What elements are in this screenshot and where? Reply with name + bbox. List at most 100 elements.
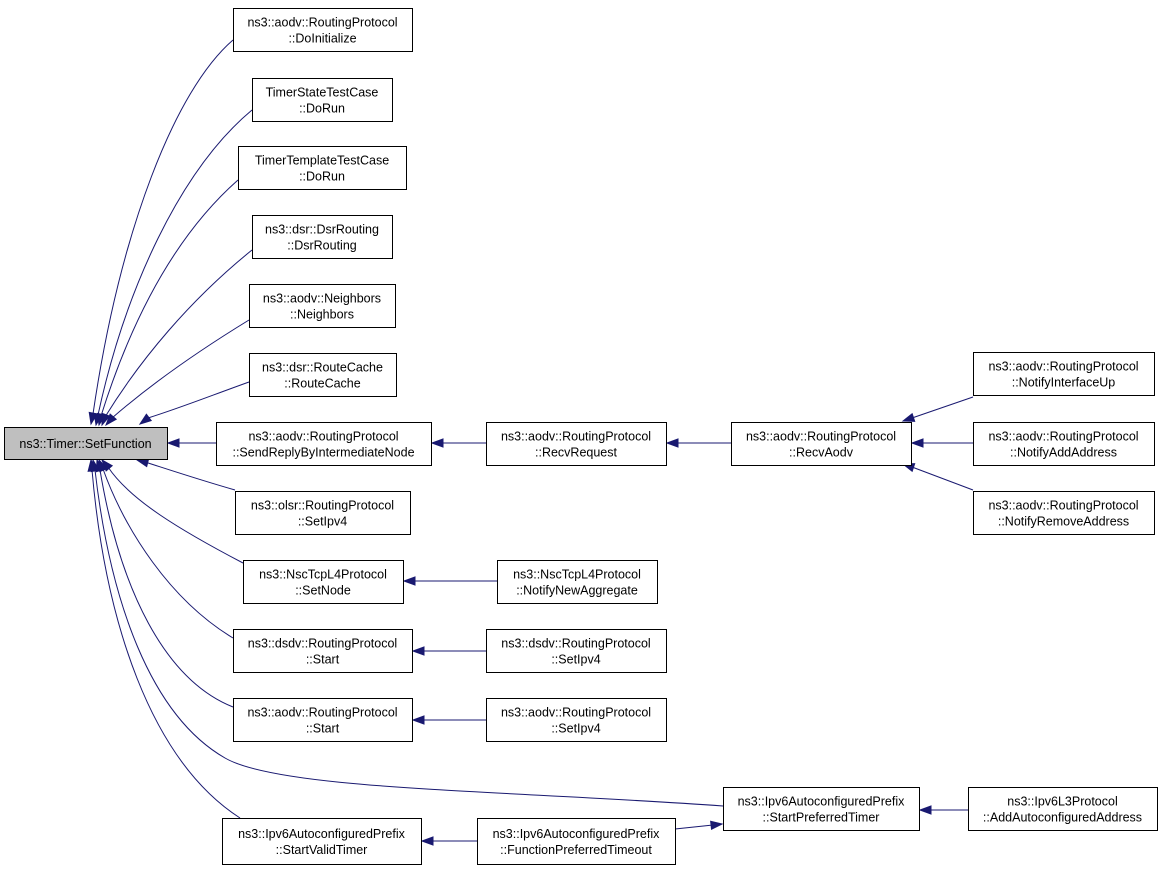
node-label-line1: ns3::aodv::Neighbors <box>263 292 381 306</box>
node-label-line2: ::FunctionPreferredTimeout <box>500 843 652 857</box>
node-label-line1: ns3::dsdv::RoutingProtocol <box>501 637 650 651</box>
node-box[interactable] <box>216 422 432 466</box>
node-box[interactable] <box>252 215 393 259</box>
node-label: ns3::Timer::SetFunction <box>19 437 151 451</box>
edge-notifyadd-to-recvaodv <box>910 438 973 448</box>
node-funcpreferred[interactable]: ns3::Ipv6AutoconfiguredPrefix::FunctionP… <box>477 818 676 865</box>
node-box[interactable] <box>973 491 1155 535</box>
arrowhead <box>901 412 916 422</box>
node-box[interactable] <box>238 146 407 190</box>
edge-dsdvsetipv4-to-dsdvstart <box>411 646 486 656</box>
node-label-line1: ns3::aodv::RoutingProtocol <box>248 430 398 444</box>
arrowhead <box>101 412 111 427</box>
node-label-line1: ns3::aodv::RoutingProtocol <box>247 706 397 720</box>
node-aodvstart[interactable]: ns3::aodv::RoutingProtocol::Start <box>233 698 413 742</box>
node-box[interactable] <box>249 353 397 397</box>
node-box[interactable] <box>477 818 676 865</box>
node-box[interactable] <box>233 698 413 742</box>
node-label-line2: ::AddAutoconfiguredAddress <box>983 811 1142 825</box>
node-notifyadd[interactable]: ns3::aodv::RoutingProtocol::NotifyAddAdd… <box>973 422 1155 466</box>
edge-nscnotify-to-nscsetnode <box>402 576 497 586</box>
node-dsrrouting[interactable]: ns3::dsr::DsrRouting::DsrRouting <box>252 215 393 259</box>
node-box[interactable] <box>731 422 912 466</box>
node-sendreply[interactable]: ns3::aodv::RoutingProtocol::SendReplyByI… <box>216 422 432 466</box>
node-routecache[interactable]: ns3::dsr::RouteCache::RouteCache <box>249 353 397 397</box>
node-timertemplate[interactable]: TimerTemplateTestCase::DoRun <box>238 146 407 190</box>
node-label-line1: ns3::olsr::RoutingProtocol <box>251 499 394 513</box>
node-label-line2: ::SetIpv4 <box>551 722 600 736</box>
node-neighbors[interactable]: ns3::aodv::Neighbors::Neighbors <box>249 284 396 328</box>
node-label-line1: ns3::aodv::RoutingProtocol <box>501 706 651 720</box>
node-label-line1: ns3::Ipv6AutoconfiguredPrefix <box>238 827 406 841</box>
node-recvaodv[interactable]: ns3::aodv::RoutingProtocol::RecvAodv <box>731 422 912 466</box>
node-box[interactable] <box>723 787 920 831</box>
node-box[interactable] <box>249 284 396 328</box>
edge-line <box>674 824 714 830</box>
edge-line <box>94 469 724 807</box>
node-box[interactable] <box>486 629 667 673</box>
node-startvalid[interactable]: ns3::Ipv6AutoconfiguredPrefix::StartVali… <box>222 818 422 865</box>
node-label-line2: ::RecvAodv <box>789 446 854 460</box>
node-box[interactable] <box>973 352 1155 396</box>
node-box[interactable] <box>243 560 404 604</box>
node-notifyremove[interactable]: ns3::aodv::RoutingProtocol::NotifyRemove… <box>973 491 1155 535</box>
node-label-line1: ns3::aodv::RoutingProtocol <box>247 16 397 30</box>
node-box[interactable] <box>973 422 1155 466</box>
edge-aodvsetipv4-to-aodvstart <box>411 715 486 725</box>
node-label-line2: ::Start <box>306 722 340 736</box>
edge-startvalid-to-root <box>87 458 241 819</box>
node-box[interactable] <box>486 698 667 742</box>
arrowhead <box>665 438 679 448</box>
node-label-line1: ns3::dsr::RouteCache <box>262 361 383 375</box>
edge-line <box>100 179 239 417</box>
edge-funcpreferred-to-startpreferred <box>674 820 724 830</box>
node-box[interactable] <box>4 427 168 460</box>
edge-dsdvstart-to-root <box>98 458 234 639</box>
node-box[interactable] <box>233 8 413 52</box>
node-olsrsetipv4[interactable]: ns3::olsr::RoutingProtocol::SetIpv4 <box>235 491 411 535</box>
edge-notifyifup-to-recvaodv <box>901 396 974 422</box>
node-nscsetnode[interactable]: ns3::NscTcpL4Protocol::SetNode <box>243 560 404 604</box>
node-dsdvstart[interactable]: ns3::dsdv::RoutingProtocol::Start <box>233 629 413 673</box>
node-label-line2: ::SetIpv4 <box>551 653 600 667</box>
node-label-line2: ::Neighbors <box>290 308 354 322</box>
node-dsdvsetipv4[interactable]: ns3::dsdv::RoutingProtocol::SetIpv4 <box>486 629 667 673</box>
node-aodvsetipv4[interactable]: ns3::aodv::RoutingProtocol::SetIpv4 <box>486 698 667 742</box>
node-recvrequest[interactable]: ns3::aodv::RoutingProtocol::RecvRequest <box>486 422 667 466</box>
node-timerstate[interactable]: TimerStateTestCase::DoRun <box>252 78 393 122</box>
node-box[interactable] <box>486 422 667 466</box>
node-label-line2: ::StartPreferredTimer <box>763 811 880 825</box>
edge-addautoconf-to-startpreferred <box>918 805 968 815</box>
node-label-line1: TimerStateTestCase <box>266 86 379 100</box>
node-label-line2: ::DsrRouting <box>287 239 357 253</box>
arrowhead <box>710 820 724 830</box>
node-label-line2: ::DoRun <box>299 170 345 184</box>
node-aodv-doinit[interactable]: ns3::aodv::RoutingProtocol::DoInitialize <box>233 8 413 52</box>
node-label-line2: ::SetIpv4 <box>298 515 347 529</box>
arrowhead <box>430 438 444 448</box>
node-box[interactable] <box>233 629 413 673</box>
node-label-line2: ::NotifyNewAggregate <box>516 584 638 598</box>
arrowhead <box>411 646 425 656</box>
arrowhead <box>138 413 153 425</box>
node-box[interactable] <box>252 78 393 122</box>
node-box[interactable] <box>968 787 1158 831</box>
node-notifyifup[interactable]: ns3::aodv::RoutingProtocol::NotifyInterf… <box>973 352 1155 396</box>
edge-line <box>111 319 250 419</box>
edge-dsrrouting-to-root <box>101 249 253 427</box>
node-box[interactable] <box>497 560 658 604</box>
arrowhead <box>411 715 425 725</box>
node-box[interactable] <box>235 491 411 535</box>
node-startpreferred[interactable]: ns3::Ipv6AutoconfiguredPrefix::StartPref… <box>723 787 920 831</box>
node-nscnotify[interactable]: ns3::NscTcpL4Protocol::NotifyNewAggregat… <box>497 560 658 604</box>
edge-aodvstart-to-root <box>95 458 234 708</box>
edge-line <box>911 396 974 419</box>
edge-routecache-to-root <box>138 381 250 425</box>
node-label-line1: TimerTemplateTestCase <box>255 154 389 168</box>
node-root[interactable]: ns3::Timer::SetFunction <box>4 427 168 460</box>
node-addautoconf[interactable]: ns3::Ipv6L3Protocol::AddAutoconfiguredAd… <box>968 787 1158 831</box>
edge-timerstate-to-root <box>93 109 253 427</box>
node-label-line1: ns3::Ipv6L3Protocol <box>1007 795 1118 809</box>
node-box[interactable] <box>222 818 422 865</box>
